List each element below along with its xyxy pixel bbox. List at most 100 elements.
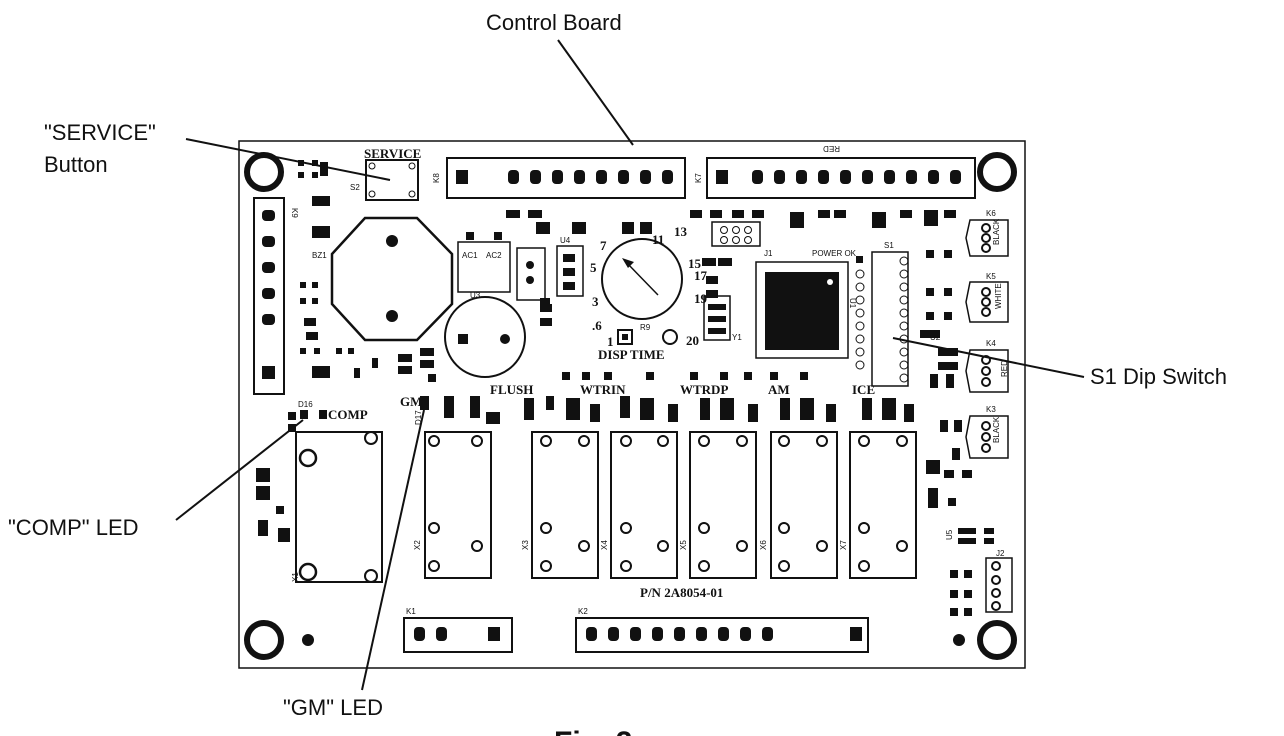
silk-k4: K4 [986,339,996,348]
smd-components [256,160,994,616]
silk-red-k4: RED [1000,360,1009,377]
microcontroller-u1: U1 POWER OK [755,249,857,359]
silk-comp: COMP [328,407,368,422]
relay-x3: X3 [521,431,599,579]
silk-s2: S2 [350,183,360,192]
connector-k4: K4 RED [965,339,1009,393]
callout-gm-led: "GM" LED [283,695,383,720]
dial-label-13: 13 [674,224,688,239]
leader-s1-dip-switch [892,337,1085,378]
silk-y1: Y1 [732,333,742,342]
silk-k3: K3 [986,405,996,414]
silk-black-k3: BLACK [992,416,1001,443]
callout-s1-dip-switch: S1 Dip Switch [1090,364,1227,389]
silk-x5: X5 [679,540,688,550]
silk-x2: X2 [413,540,422,550]
relay-x1: X1 [291,431,383,583]
callout-control-board: Control Board [486,10,622,35]
silk-k2: K2 [578,607,588,616]
part-number: P/N 2A8054-01 [640,585,723,600]
connector-j2: J2 U5 [945,529,1013,613]
callout-service-button-line1: "SERVICE" [44,120,156,145]
silk-j1: J1 [764,249,773,258]
silk-k9: K9 [290,208,299,218]
dial-label-17: 17 [694,268,708,283]
connector-k9: K9 [253,197,299,395]
comp-led: COMP D16 [298,400,368,422]
leader-gm-led [361,409,425,691]
silk-flush: FLUSH [490,382,533,397]
dial-label-19: 19 [694,291,708,306]
figure-caption: Fig. 2 [554,726,632,736]
connector-k8: K8 [432,157,686,199]
disp-time-dial-r9: DISP TIME R9 5 7 9 11 13 15 17 19 20 3 .… [590,220,708,362]
silk-u4: U4 [560,236,571,245]
silk-k5: K5 [986,272,996,281]
silk-service: SERVICE [364,146,421,161]
gm-led-d17: D17 [414,396,429,425]
connector-k5: K5 WHITE [965,272,1009,323]
silk-gm: GM [400,394,422,409]
silk-x1: X1 [291,572,300,582]
silk-wtrin: WTRIN [580,382,626,397]
component-u4: U4 [516,236,584,301]
dial-label-5: 5 [590,260,597,275]
buzzer-bz1: BZ1 [312,216,454,342]
relay-x4: X4 [600,431,678,579]
silk-power-ok: POWER OK [812,249,857,258]
leader-lines [175,39,1085,691]
leader-control-board [557,39,634,146]
component-u3: U3 [444,291,526,378]
connector-k6: K6 BLACK [965,209,1009,257]
dial-label-3: 3 [592,294,599,309]
silk-x6: X6 [759,540,768,550]
silk-d17: D17 [414,410,423,425]
leader-service-button [185,138,391,181]
silk-d16: D16 [298,400,313,409]
relay-x2: X2 [413,431,492,579]
silk-bz1: BZ1 [312,251,327,260]
callout-comp-led: "COMP" LED [8,515,139,540]
silk-disp-time: DISP TIME [598,347,665,362]
silk-ac2: AC2 [486,251,502,260]
dial-label-6: .6 [592,318,602,333]
bridge-ac: AC1 AC2 [457,232,511,293]
relay-x5: X5 [679,431,757,579]
leader-comp-led [175,419,304,521]
dial-label-7: 7 [600,238,607,253]
connector-k3: K3 BLACK [965,405,1009,459]
connector-k7: K7 RED [694,144,976,199]
silk-j2: J2 [996,549,1005,558]
silk-x4: X4 [600,540,609,550]
silk-ice: ICE [852,382,875,397]
silk-black-k6: BLACK [992,218,1001,245]
silk-k8: K8 [432,173,441,183]
dial-label-11: 11 [652,232,664,247]
relay-function-labels: GM FLUSH WTRIN WTRDP AM ICE [400,382,875,409]
silk-ac1: AC1 [462,251,478,260]
silk-white-k5: WHITE [994,283,1003,309]
connector-k2: K2 [575,607,869,653]
silk-x3: X3 [521,540,530,550]
callout-service-button-line2: Button [44,152,108,177]
silk-k1: K1 [406,607,416,616]
silk-k6: K6 [986,209,996,218]
silk-wtrdp: WTRDP [680,382,728,397]
silk-r9: R9 [640,323,651,332]
connector-k1: K1 [403,607,513,653]
silk-s1: S1 [884,241,894,250]
dial-label-1: 1 [607,334,614,349]
silk-x7: X7 [839,540,848,550]
silk-u1: U1 [848,298,857,309]
silk-red-top: RED [823,144,840,153]
service-button-s2: SERVICE S2 [350,146,421,201]
dial-label-20: 20 [686,333,699,348]
dial-label-15: 15 [688,256,702,271]
silk-k7: K7 [694,173,703,183]
silk-am: AM [768,382,790,397]
silk-u5: U5 [945,529,954,540]
relay-x7: X7 [839,431,917,579]
silk-u3: U3 [470,291,481,300]
header-j1: J1 [711,221,773,258]
